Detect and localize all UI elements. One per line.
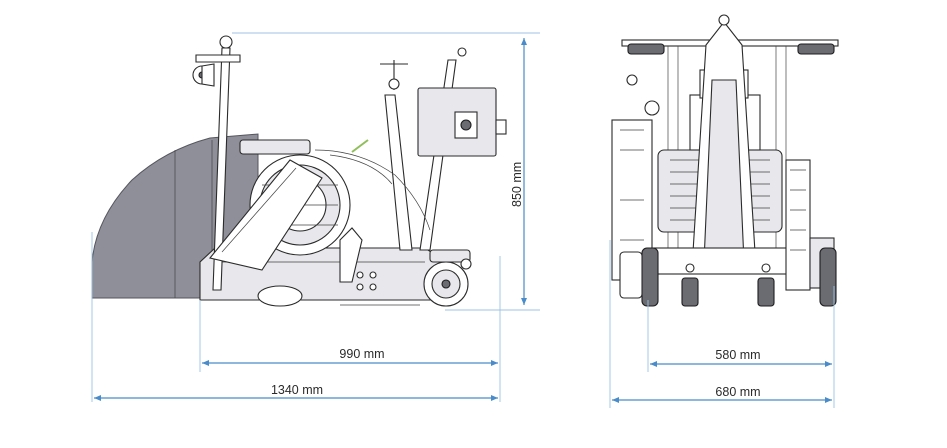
rear-wheel — [257, 285, 303, 307]
side-view-extension-lines — [91, 32, 540, 402]
height-label: 850 mm — [510, 162, 524, 207]
front-axle-bracket — [429, 249, 471, 263]
side-view — [91, 35, 507, 307]
inner-width-label: 580 mm — [715, 348, 760, 362]
handle-post — [212, 47, 231, 291]
belt-guard — [209, 159, 323, 271]
overall-width-dimension: 680 mm — [612, 385, 832, 403]
overall-length-dimension: 1340 mm — [94, 383, 498, 401]
front-right-wheel — [819, 247, 837, 307]
wheelbase-label: 990 mm — [339, 347, 384, 361]
mast — [384, 94, 413, 251]
front-view — [611, 14, 839, 307]
height-dimension: 850 mm — [510, 38, 527, 305]
overall-length-label: 1340 mm — [271, 383, 323, 397]
overall-width-label: 680 mm — [715, 385, 760, 399]
inner-width-dimension: 580 mm — [650, 348, 832, 367]
front-left-wheel — [641, 247, 659, 307]
wheelbase-dimension: 990 mm — [202, 347, 498, 366]
water-valve — [351, 139, 369, 153]
front-blade-guard — [785, 159, 811, 291]
front-view-extension-lines — [609, 240, 835, 408]
